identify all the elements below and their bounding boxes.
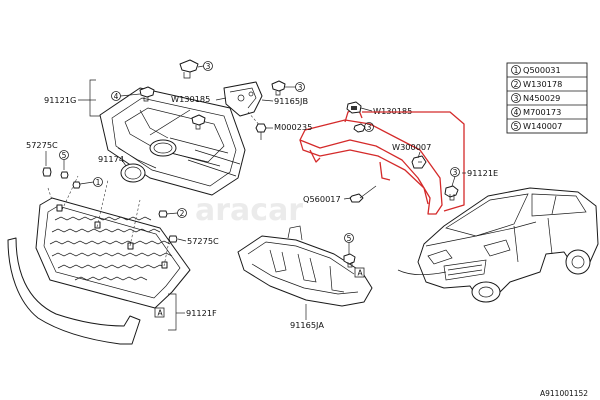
clip-57275c-left[interactable]	[42, 167, 52, 177]
label-91165jb: 91165JB	[274, 96, 308, 106]
highlighted-clip[interactable]	[346, 101, 362, 114]
clip-right[interactable]	[444, 185, 459, 201]
callout-4: 4	[111, 91, 121, 101]
upper-stay-w300007[interactable]	[411, 155, 427, 169]
label-q560017: Q560017	[303, 194, 341, 204]
svg-text:4: 4	[114, 92, 119, 101]
clip-top-2[interactable]	[139, 86, 155, 102]
diagram-code: A911001152	[540, 389, 588, 398]
svg-text:3: 3	[206, 62, 211, 71]
label-w130185-left: W130185	[171, 94, 210, 104]
callout-3-top: 3	[203, 61, 213, 71]
ref-a-right: A	[358, 269, 364, 278]
clip-top-3[interactable]	[191, 114, 206, 130]
svg-text:2: 2	[180, 209, 185, 218]
label-91121e: 91121E	[467, 168, 498, 178]
svg-text:5: 5	[62, 151, 67, 160]
callout-3-right: 3	[450, 167, 460, 177]
fastener-5[interactable]	[60, 171, 69, 179]
callout-5-lower: 5	[344, 233, 354, 243]
screw-m000235[interactable]	[255, 123, 267, 140]
lower-chrome-strip[interactable]	[7, 237, 141, 345]
legend-index-1: 1	[514, 66, 519, 75]
bracket-91165jb[interactable]	[223, 81, 263, 117]
label-91174: 91174	[98, 154, 124, 164]
callout-3-bracket: 3	[295, 82, 305, 92]
label-w300007: W300007	[392, 142, 431, 152]
fastener-1[interactable]	[72, 181, 81, 189]
legend-part-5: W140007	[523, 121, 562, 131]
upper-grille-assembly[interactable]	[99, 87, 246, 196]
legend-part-3: N450029	[523, 93, 560, 103]
legend-part-2: W130178	[523, 79, 562, 89]
legend-part-4: M700173	[523, 107, 561, 117]
lower-clip[interactable]	[343, 253, 356, 268]
label-w130185-right: W130185	[373, 106, 412, 116]
label-91121f: 91121F	[186, 308, 217, 318]
svg-text:5: 5	[347, 234, 352, 243]
ref-a-left: A	[158, 309, 164, 318]
svg-text:3: 3	[367, 123, 372, 132]
legend-index-3: 3	[514, 94, 519, 103]
label-91121g: 91121G	[44, 95, 76, 105]
legend-index-2: 2	[514, 80, 519, 89]
ref-a-right-box	[354, 267, 365, 278]
clip-bracket[interactable]	[271, 80, 286, 96]
callout-1: 1	[93, 177, 103, 187]
screw-upper[interactable]	[353, 123, 366, 133]
highlighted-part-91121e[interactable]	[299, 107, 443, 215]
fastener-2[interactable]	[158, 210, 168, 218]
svg-text:3: 3	[298, 83, 303, 92]
label-57275c-center: 57275C	[187, 236, 219, 246]
svg-text:1: 1	[96, 178, 101, 187]
label-57275c-left: 57275C	[26, 140, 58, 150]
vehicle-illustration	[397, 187, 599, 303]
legend-index-4: 4	[514, 108, 519, 117]
svg-text:3: 3	[453, 168, 458, 177]
callout-5-left: 5	[59, 150, 69, 160]
emblem-91174[interactable]	[120, 163, 146, 183]
legend-table: 1 Q500031 2 W130178 3 N450029 4 M700173 …	[506, 62, 588, 134]
bolt-q560017[interactable]	[349, 185, 377, 203]
ref-a-left-box	[154, 307, 165, 318]
legend-part-1: Q500031	[523, 65, 561, 75]
callout-2: 2	[177, 208, 187, 218]
label-m000235: M000235	[274, 122, 312, 132]
label-91165ja: 91165JA	[290, 320, 324, 330]
clip-57275c-center[interactable]	[168, 235, 178, 243]
watermark: aracar	[195, 193, 303, 228]
callout-3-red: 3	[364, 122, 374, 132]
lower-bracket-91165ja[interactable]	[237, 225, 373, 307]
mesh-grille[interactable]	[35, 197, 191, 309]
legend-index-5: 5	[514, 122, 519, 131]
clip-top-1[interactable]	[179, 59, 199, 79]
